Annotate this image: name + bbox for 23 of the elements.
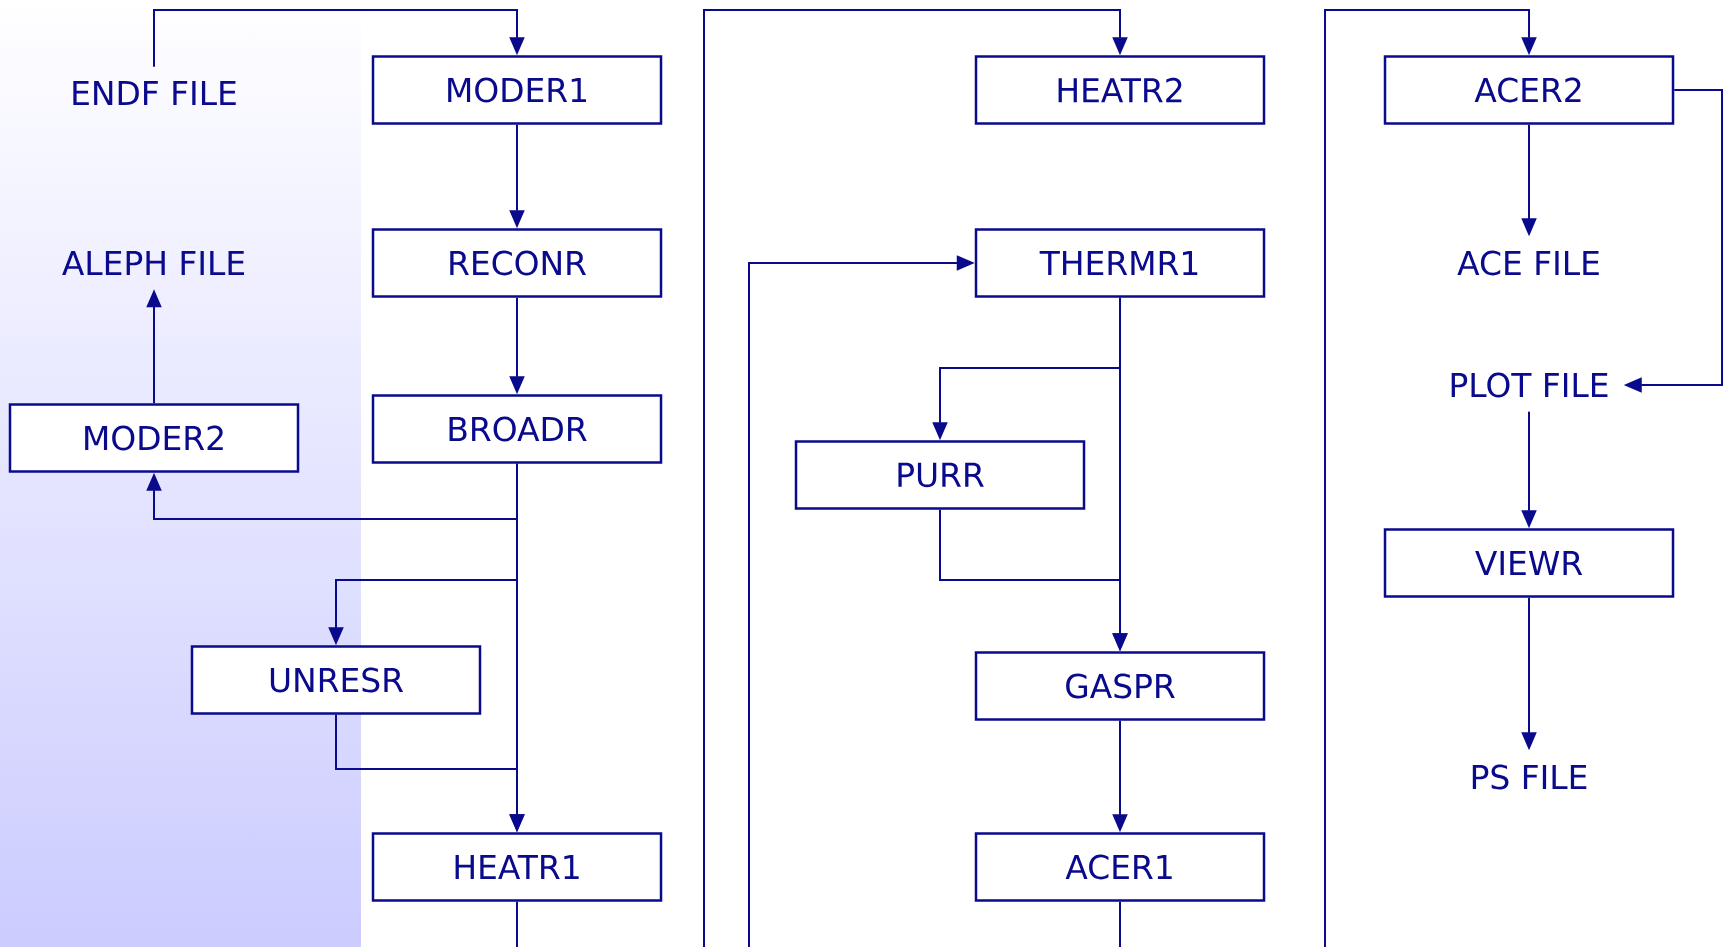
file-label: PLOT FILE (1451, 372, 1608, 398)
arrow (153, 9, 525, 68)
connector-line (1119, 900, 1121, 947)
process-box: PURR (794, 440, 1086, 510)
file-label: ALEPH FILE (62, 251, 244, 275)
process-box: HEATR1 (371, 832, 663, 902)
process-box: UNRESR (190, 645, 482, 715)
process-box: ACER1 (974, 832, 1266, 902)
process-box: MODER1 (371, 55, 663, 125)
process-box: HEATR2 (974, 55, 1266, 125)
file-label: PS FILE (1472, 764, 1587, 790)
file-label: ENDF FILE (73, 81, 236, 105)
process-box: VIEWR (1383, 528, 1675, 598)
process-box: BROADR (371, 394, 663, 464)
process-box: MODER2 (8, 403, 300, 473)
process-box: GASPR (974, 651, 1266, 721)
file-label: ACE FILE (1457, 250, 1599, 276)
process-box: THERMR1 (974, 228, 1266, 298)
process-box: RECONR (371, 228, 663, 298)
connector-line (516, 900, 518, 947)
arrow (1324, 9, 1537, 947)
process-box: ACER2 (1383, 55, 1675, 125)
arrow (703, 9, 1128, 947)
